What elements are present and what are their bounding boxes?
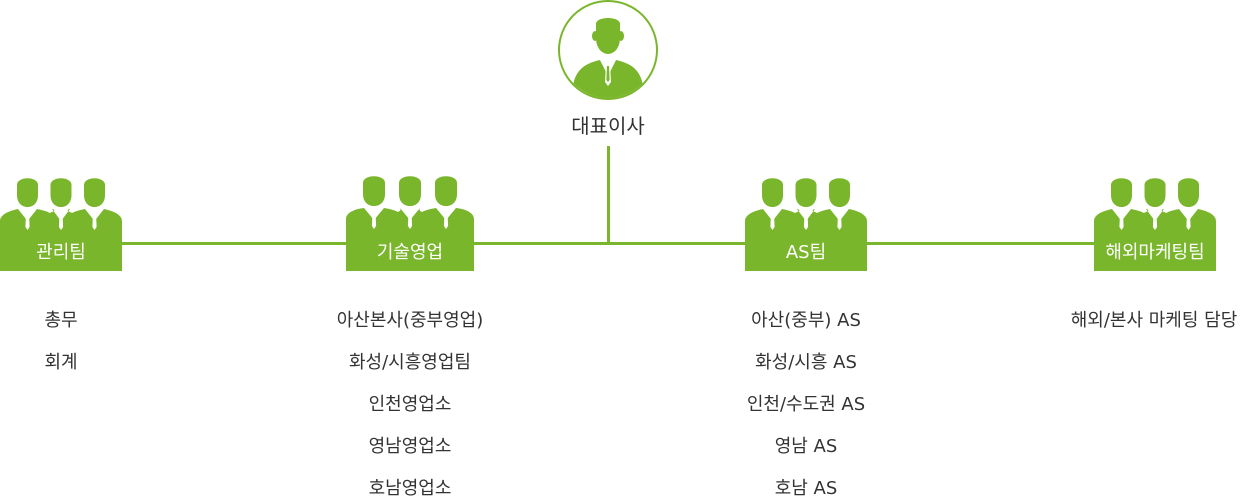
- list-item: 인천영업소: [368, 394, 452, 415]
- dept-management: 관리팀: [0, 175, 122, 271]
- dept-label: 해외마케팅팀: [1105, 242, 1205, 263]
- dept-overseas-marketing-items: 해외/본사 마케팅 담당: [1055, 300, 1253, 342]
- list-item: 아산본사(중부영업): [336, 310, 484, 331]
- dept-as-team: AS팀: [745, 175, 867, 271]
- team-icon: 관리팀: [0, 175, 122, 271]
- list-item: 회계: [44, 352, 78, 373]
- list-item: 호남영업소: [368, 478, 452, 499]
- team-icon: 해외마케팅팀: [1094, 175, 1216, 271]
- dept-label: 관리팀: [36, 242, 86, 263]
- team-icon: 기술영업: [346, 175, 474, 271]
- list-item: 영남 AS: [774, 436, 838, 457]
- dept-tech-sales-items: 아산본사(중부영업) 화성/시흥영업팀 인천영업소 영남영업소 호남영업소: [300, 300, 520, 502]
- ceo-title: 대표이사: [571, 114, 645, 138]
- ceo-person-icon: [558, 0, 658, 100]
- list-item: 인천/수도권 AS: [746, 394, 866, 415]
- team-icon: AS팀: [745, 175, 867, 271]
- list-item: 영남영업소: [368, 436, 452, 457]
- list-item: 호남 AS: [774, 478, 838, 499]
- branch-line-right: [866, 242, 1094, 245]
- list-item: 화성/시흥영업팀: [349, 352, 471, 373]
- ceo-node: 대표이사: [558, 0, 658, 139]
- list-item: 화성/시흥 AS: [755, 352, 857, 373]
- list-item: 아산(중부) AS: [751, 310, 861, 331]
- dept-overseas-marketing: 해외마케팅팀: [1094, 175, 1216, 271]
- dept-management-items: 총무 회계: [0, 300, 122, 384]
- branch-line-left-1: [122, 242, 348, 245]
- ceo-connector-line: [607, 146, 610, 244]
- dept-as-team-items: 아산(중부) AS 화성/시흥 AS 인천/수도권 AS 영남 AS 호남 AS: [700, 300, 912, 502]
- branch-line-center: [474, 242, 746, 245]
- list-item: 해외/본사 마케팅 담당: [1070, 310, 1238, 331]
- dept-label: AS팀: [785, 242, 827, 263]
- dept-tech-sales: 기술영업: [346, 175, 474, 271]
- dept-label: 기술영업: [376, 242, 444, 263]
- list-item: 총무: [44, 310, 78, 331]
